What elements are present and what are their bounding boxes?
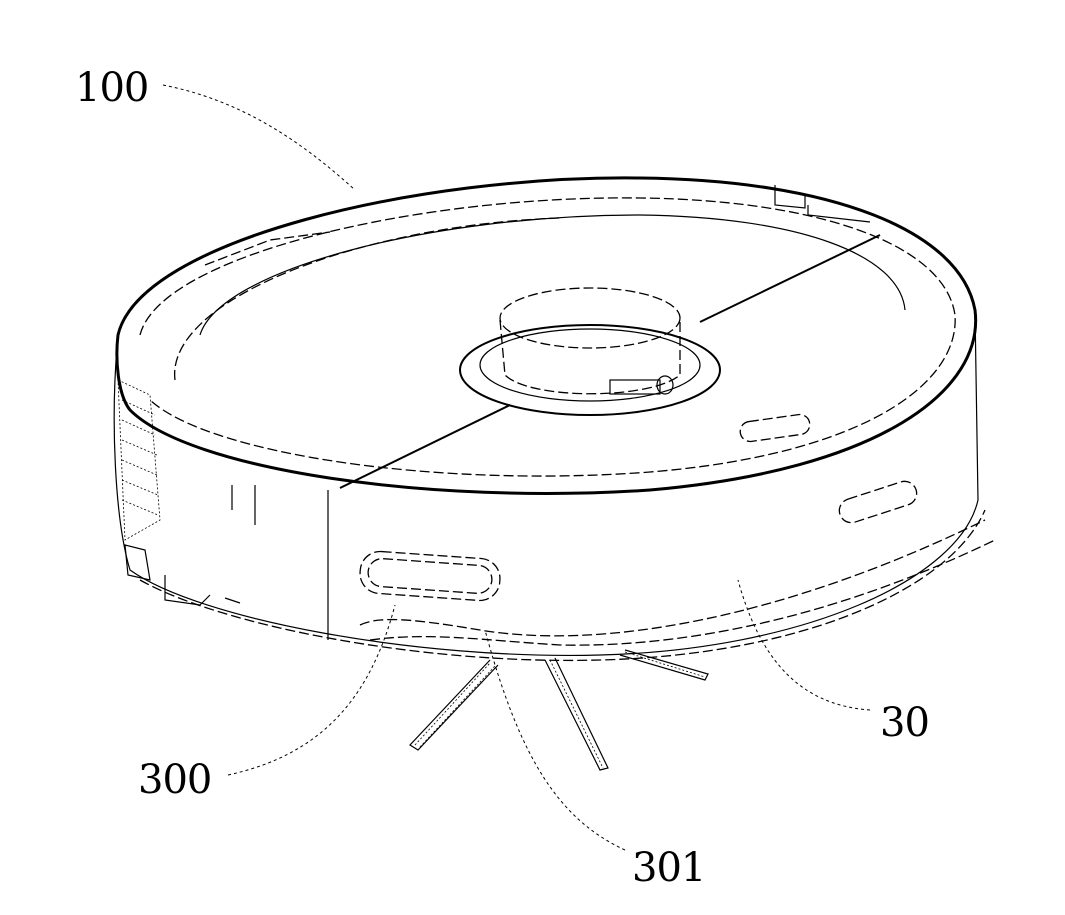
side-body <box>113 309 986 662</box>
lidar-turret <box>459 287 721 416</box>
side-brush <box>409 649 709 771</box>
bumper-strip-301 <box>359 519 996 646</box>
reference-label-30: 30 <box>880 700 930 746</box>
front-window-300 <box>359 550 501 602</box>
reference-label-301: 301 <box>632 845 706 891</box>
reference-label-100: 100 <box>75 65 149 111</box>
side-window <box>739 413 918 524</box>
reference-label-300: 300 <box>138 757 212 803</box>
leader-lines <box>162 84 871 851</box>
top-cover <box>115 176 978 495</box>
